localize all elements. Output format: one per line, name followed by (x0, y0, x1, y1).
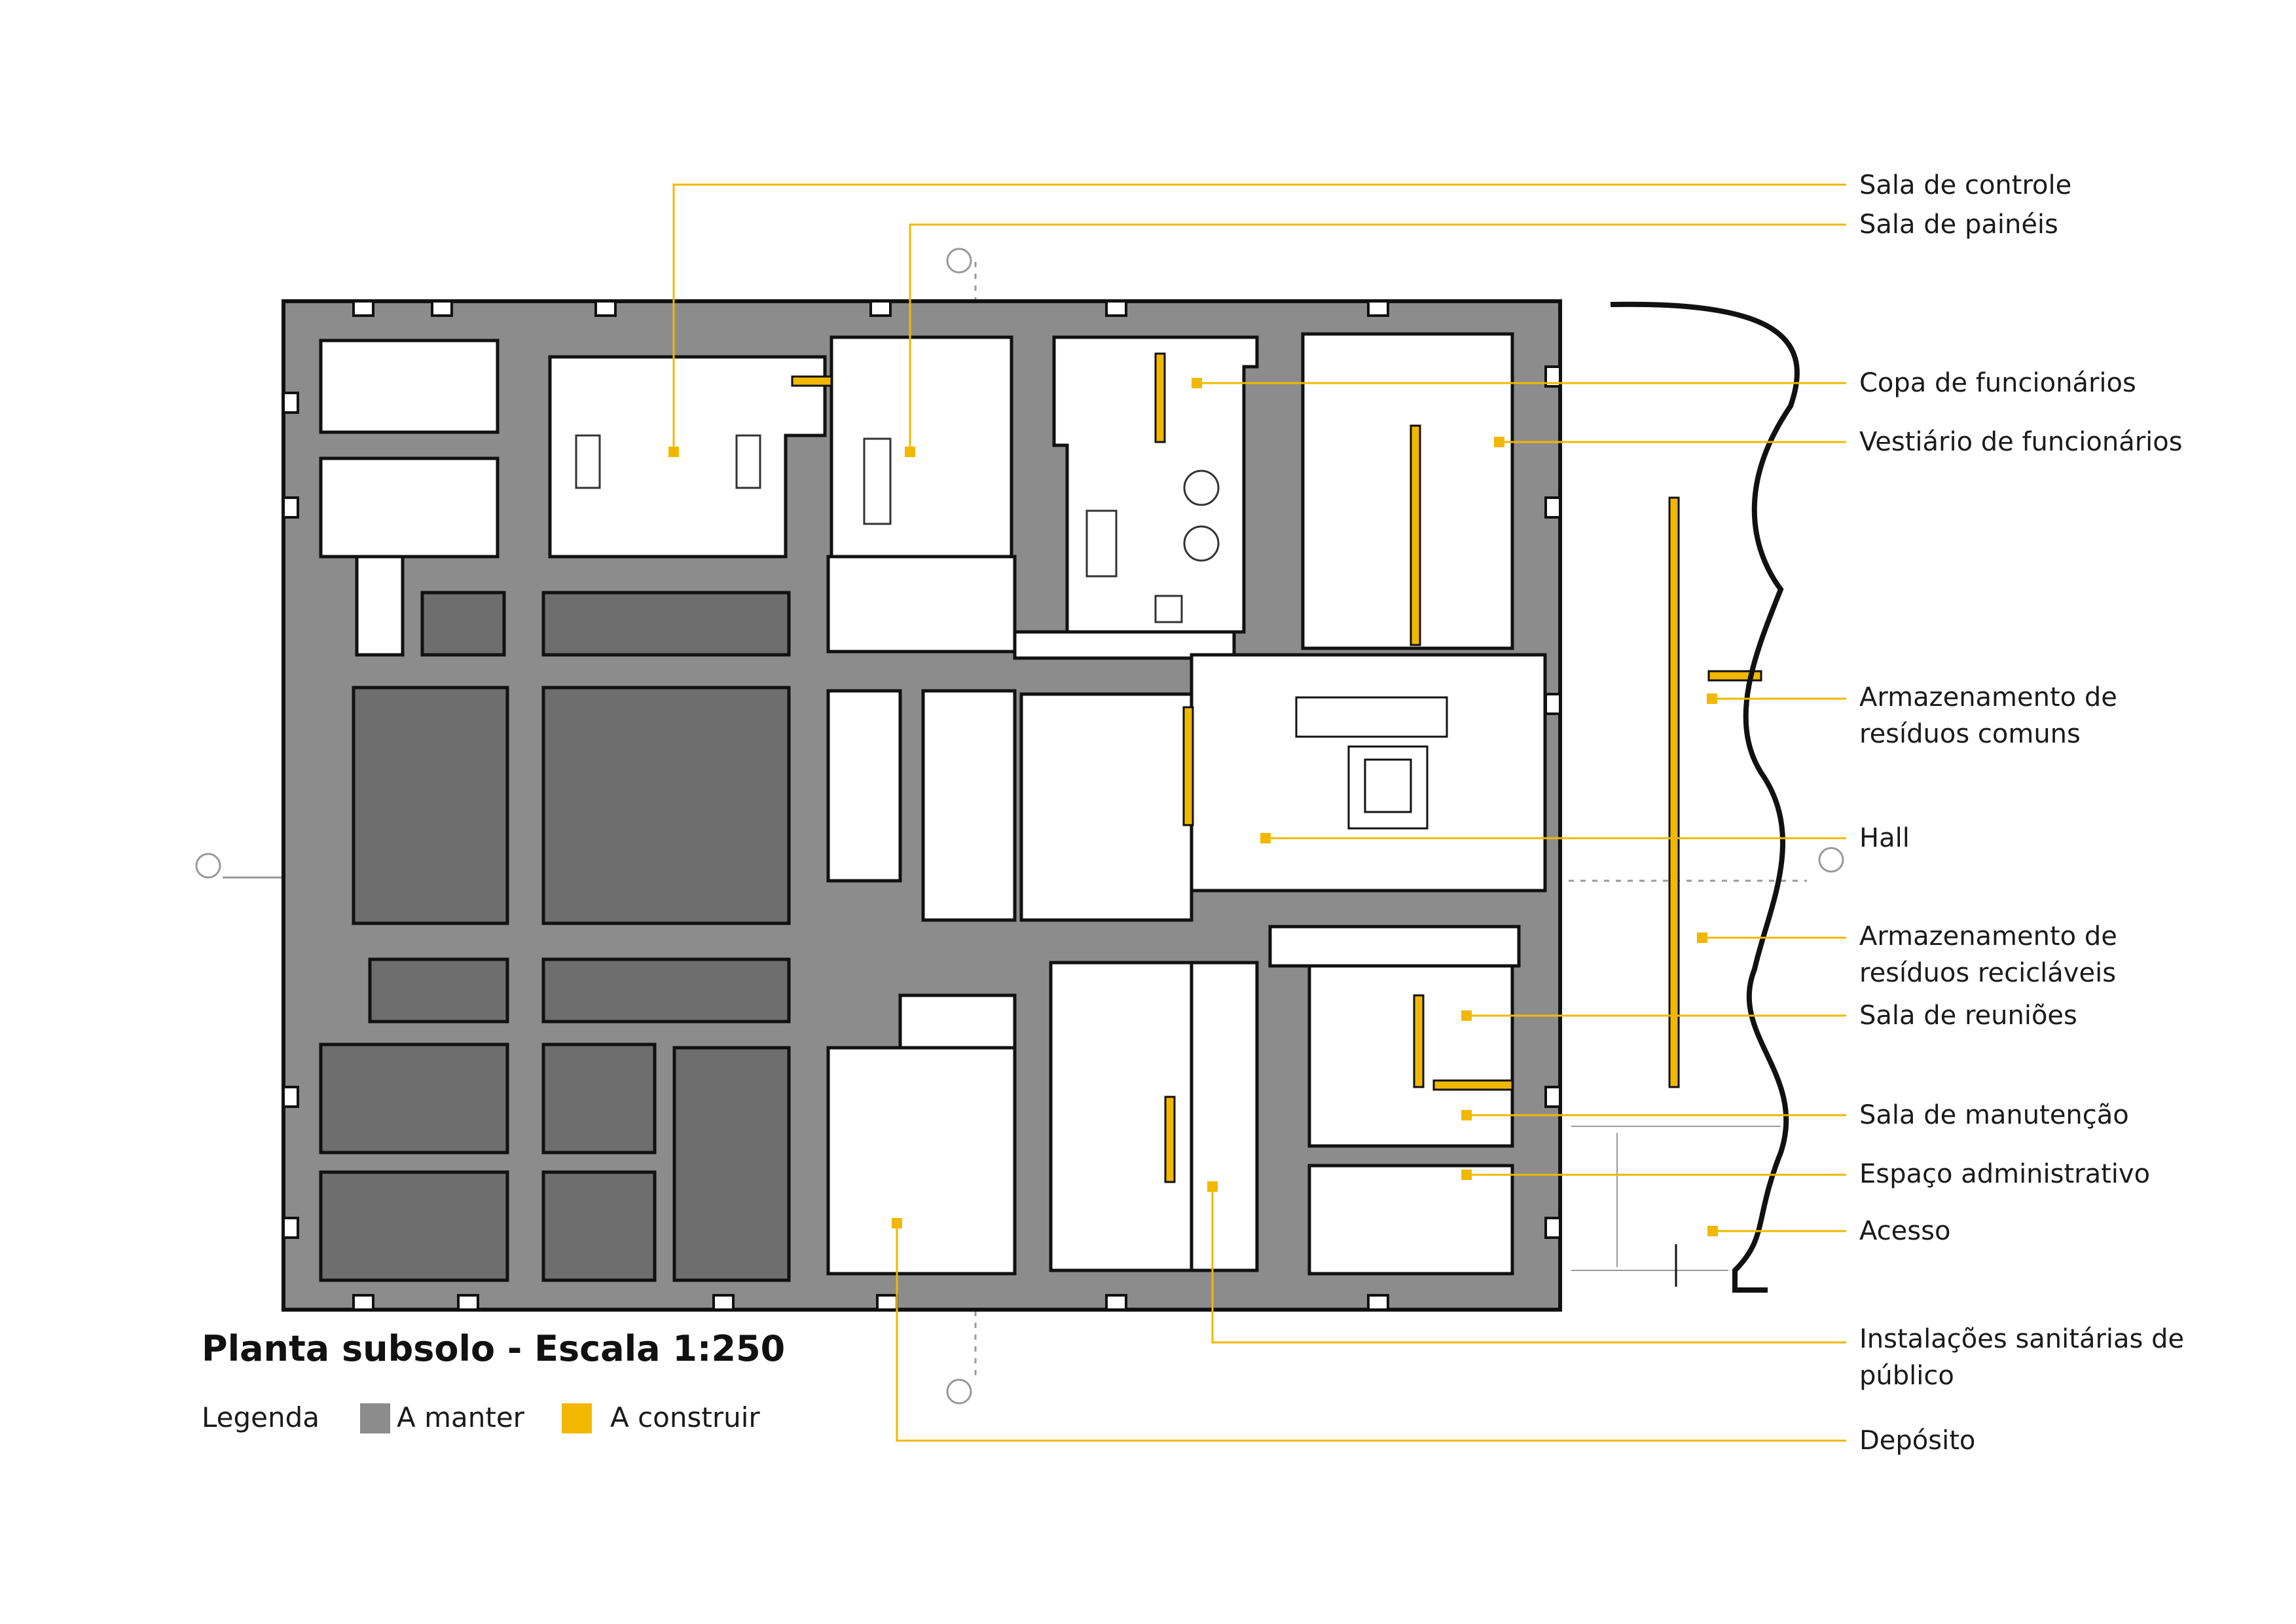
stairs-and-lift (1295, 696, 1448, 830)
leader-lines (672, 183, 1846, 1442)
label-deposito: Depósito (1859, 1426, 1976, 1456)
leader-dots (668, 378, 1718, 1236)
label-sala-de-controle: Sala de controle (1859, 170, 2072, 200)
new-construction (791, 352, 1762, 1183)
label-sala-de-reunioes: Sala de reuniões (1859, 1001, 2077, 1031)
label-sala-de-paineis: Sala de painéis (1859, 210, 2058, 240)
legend-label: Legenda (202, 1401, 320, 1433)
label-espaco-administrativo: Espaço administrativo (1859, 1159, 2151, 1189)
label-sala-de-manutencao: Sala de manutenção (1859, 1100, 2129, 1130)
legend-swatch-build (562, 1403, 592, 1433)
solid-masses (319, 591, 791, 1282)
label-hall: Hall (1859, 823, 1910, 853)
legend-swatch-keep (360, 1403, 390, 1433)
outdoor-area (1571, 301, 1800, 1293)
rooms-open-space (319, 332, 1547, 1276)
legend-item-build: A construir (610, 1401, 760, 1433)
label-acesso: Acesso (1859, 1216, 1951, 1246)
label-copa-de-funcionarios: Copa de funcionários (1859, 368, 2136, 398)
plan-title: Planta subsolo - Escala 1:250 (202, 1328, 786, 1369)
label-vestiario-de-funcionarios: Vestiário de funcionários (1859, 427, 2183, 457)
legend-item-keep: A manter (397, 1401, 524, 1433)
furniture (575, 434, 1220, 623)
